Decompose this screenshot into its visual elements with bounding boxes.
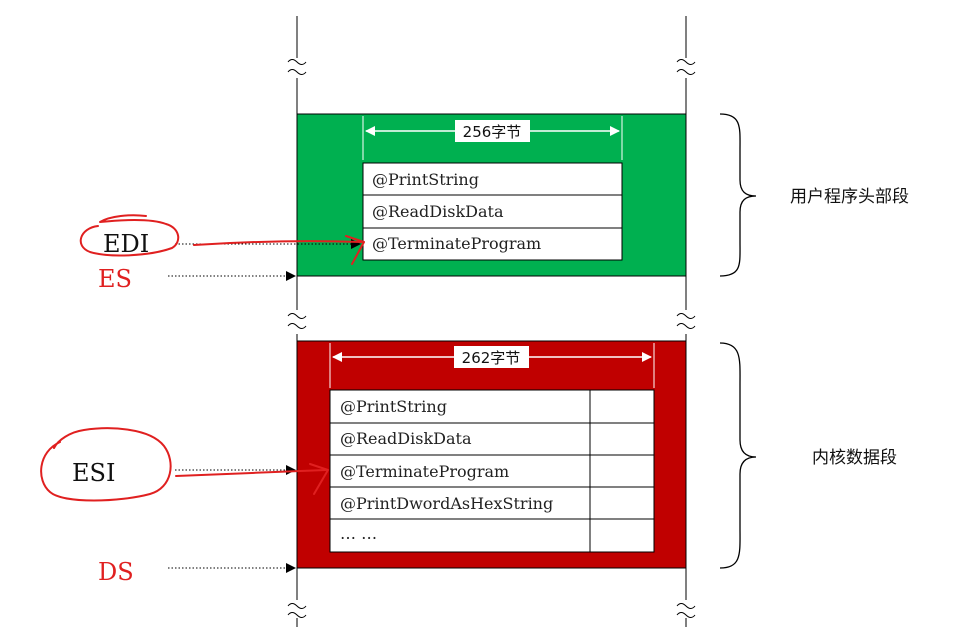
- edi-annotation-arrow: [193, 240, 363, 246]
- kernel-entry: @PrintString: [340, 397, 447, 416]
- user-entry: @PrintString: [372, 170, 479, 189]
- kernel-segment-brace: [719, 342, 757, 569]
- user-segment-brace: [719, 113, 757, 277]
- kernel-width-indicator: 262字节: [329, 343, 655, 388]
- user-header-table: @PrintString @ReadDiskData @TerminatePro…: [362, 162, 623, 261]
- kernel-segment-label: 内核数据段: [812, 448, 897, 468]
- edi-register-label: EDI: [103, 230, 149, 258]
- kernel-width-label: 262字节: [462, 349, 521, 367]
- pointer-arrows: [168, 239, 361, 573]
- handwritten-annotations: [40, 214, 365, 502]
- kernel-entry: @TerminateProgram: [340, 462, 509, 481]
- user-width-label: 256字节: [463, 123, 522, 141]
- user-segment-label: 用户程序头部段: [790, 187, 909, 207]
- esi-register-label: ESI: [72, 459, 115, 487]
- break-marks: [287, 59, 696, 618]
- kernel-entry: … …: [340, 524, 377, 543]
- user-width-indicator: 256字节: [362, 116, 623, 160]
- es-register-label: ES: [98, 265, 132, 293]
- kernel-entry: @PrintDwordAsHexString: [340, 494, 553, 513]
- esi-annotation-arrow: [175, 469, 327, 477]
- esi-annotation-circle: [40, 427, 172, 502]
- user-entry: @TerminateProgram: [372, 234, 541, 253]
- kernel-data-table: @PrintString @ReadDiskData @TerminatePro…: [329, 389, 655, 553]
- ds-register-label: DS: [98, 558, 134, 586]
- kernel-entry: @ReadDiskData: [340, 429, 472, 448]
- user-entry: @ReadDiskData: [372, 202, 504, 221]
- edi-annotation-circle: [79, 214, 180, 257]
